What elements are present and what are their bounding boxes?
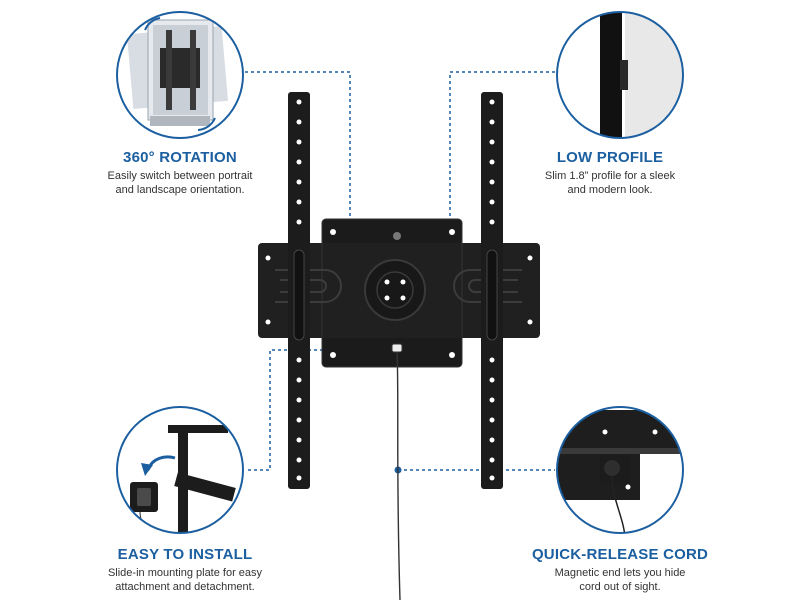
release-cord bbox=[396, 347, 401, 600]
callout-profile bbox=[556, 11, 684, 139]
left-vertical-arm bbox=[288, 92, 310, 489]
feature-rotation: 360° ROTATION Easily switch between port… bbox=[90, 149, 270, 197]
feature-description: Slim 1.8” profile for a sleek and modern… bbox=[520, 169, 700, 197]
lock-knob bbox=[393, 232, 401, 240]
tv-mount bbox=[258, 92, 540, 600]
desc-line: and modern look. bbox=[567, 184, 653, 196]
feature-title: QUICK-RELEASE CORD bbox=[531, 546, 709, 563]
rotation-disc bbox=[364, 259, 426, 321]
desc-line: Slide-in mounting plate for easy bbox=[107, 567, 263, 579]
callout-rotation bbox=[116, 11, 244, 139]
rotate-arrow-icon bbox=[197, 117, 216, 131]
feature-description: Slide-in mounting plate for easy attachm… bbox=[80, 566, 290, 594]
desc-line: Easily switch between portrait bbox=[107, 170, 253, 182]
desc-line: and landscape orientation. bbox=[115, 184, 245, 196]
feature-title: EASY TO INSTALL bbox=[117, 546, 253, 563]
right-vertical-arm bbox=[481, 92, 503, 489]
leader-profile bbox=[449, 71, 555, 238]
feature-title: 360° ROTATION bbox=[123, 149, 237, 166]
desc-line: Magnetic end lets you hide bbox=[554, 567, 686, 579]
feature-profile: LOW PROFILE Slim 1.8” profile for a slee… bbox=[520, 149, 700, 197]
feature-description: Magnetic end lets you hide cord out of s… bbox=[515, 566, 725, 594]
callout-cord bbox=[556, 406, 684, 534]
desc-line: cord out of sight. bbox=[579, 581, 661, 593]
feature-cord: QUICK-RELEASE CORD Magnetic end lets you… bbox=[515, 546, 725, 594]
leader-rotation bbox=[245, 71, 351, 262]
leader-lines bbox=[245, 71, 555, 471]
feature-title: LOW PROFILE bbox=[556, 149, 664, 166]
feature-description: Easily switch between portrait and lands… bbox=[90, 169, 270, 197]
callout-install bbox=[116, 406, 244, 534]
desc-line: Slim 1.8” profile for a sleek bbox=[544, 170, 676, 182]
rotate-arrow-icon bbox=[144, 17, 161, 31]
feature-install: EASY TO INSTALL Slide-in mounting plate … bbox=[80, 546, 290, 594]
desc-line: attachment and detachment. bbox=[115, 581, 255, 593]
